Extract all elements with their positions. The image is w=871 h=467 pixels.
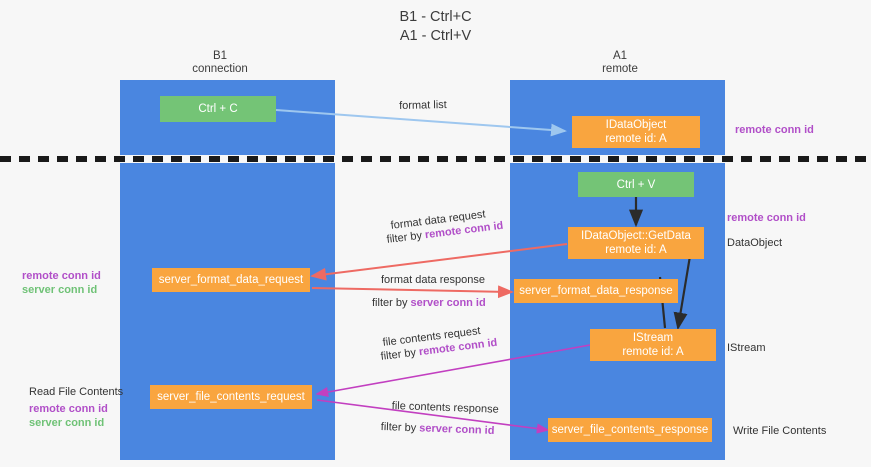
keyword-server-conn-id: server conn id	[419, 422, 495, 437]
edge-label-format-list: format list	[399, 99, 447, 112]
edge-label-format-data-response: format data response	[381, 274, 485, 286]
node-idataobject[interactable]: IDataObject remote id: A	[572, 116, 700, 148]
annotation-remote-conn-id-top: remote conn id	[735, 124, 814, 136]
edge-label-format-data-response-filter: filter by server conn id	[372, 297, 486, 309]
filter-prefix: filter by	[380, 346, 420, 363]
section-divider	[0, 156, 871, 162]
annotation-write-file-contents: Write File Contents	[733, 425, 827, 437]
node-ctrl-v[interactable]: Ctrl + V	[578, 172, 694, 197]
keyword-server-conn-id: server conn id	[410, 297, 486, 309]
node-ctrl-c[interactable]: Ctrl + C	[160, 96, 276, 122]
annotation-istream: IStream	[727, 342, 766, 354]
lane-b1-bottom	[120, 163, 335, 460]
annotation-left-ids-mid: remote conn id server conn id	[22, 269, 101, 297]
node-istream[interactable]: IStream remote id: A	[590, 329, 716, 361]
node-server-file-contents-request[interactable]: server_file_contents_request	[150, 385, 312, 409]
filter-prefix: filter by	[372, 297, 411, 309]
node-server-format-data-response[interactable]: server_format_data_response	[514, 279, 678, 303]
edge-label-file-contents-response: file contents response	[391, 400, 499, 416]
annotation-left-remote-conn-id-mid: remote conn id	[22, 270, 101, 282]
node-idataobject-getdata[interactable]: IDataObject::GetData remote id: A	[568, 227, 704, 259]
annotation-left-ids-bottom: remote conn id server conn id	[29, 402, 108, 430]
filter-prefix: filter by	[380, 421, 420, 435]
node-server-format-data-request[interactable]: server_format_data_request	[152, 268, 310, 292]
annotation-remote-conn-id-mid: remote conn id	[727, 212, 806, 224]
annotation-left-server-conn-id-mid: server conn id	[22, 284, 98, 296]
column-header-b1: B1 connection	[192, 50, 248, 75]
edge-label-file-contents-response-filter: filter by server conn id	[381, 421, 495, 437]
lane-a1-bottom	[510, 163, 725, 460]
page-title: B1 - Ctrl+C A1 - Ctrl+V	[399, 9, 472, 44]
annotation-dataobject: DataObject	[727, 237, 783, 249]
annotation-left-remote-conn-id-bottom: remote conn id	[29, 403, 108, 415]
annotation-left-server-conn-id-bottom: server conn id	[29, 417, 105, 429]
annotation-read-file-contents: Read File Contents	[29, 386, 124, 398]
node-server-file-contents-response[interactable]: server_file_contents_response	[548, 418, 712, 442]
column-header-a1: A1 remote	[602, 50, 638, 75]
